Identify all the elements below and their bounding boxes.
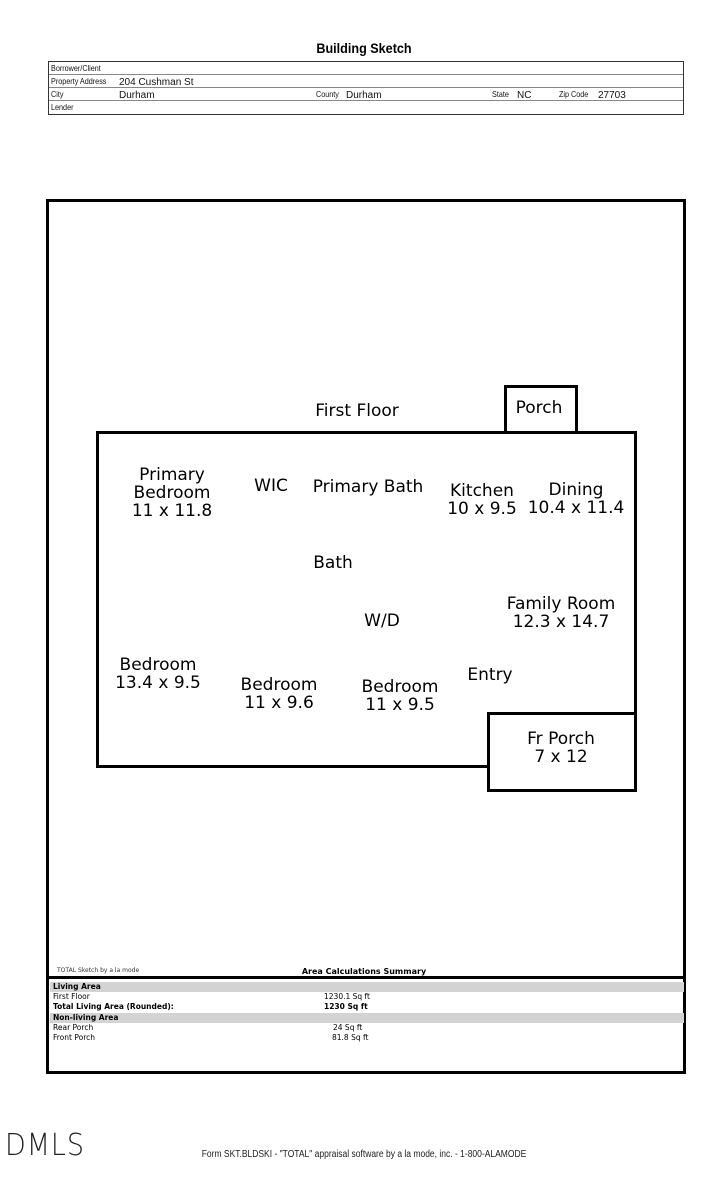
room-family-room: Family Room 12.3 x 14.7 — [507, 595, 616, 631]
summary-title: Area Calculations Summary — [301, 967, 427, 976]
row-value: 81.8 Sq ft — [332, 1033, 369, 1042]
city-label: City — [51, 89, 64, 99]
room-front-porch: Fr Porch 7 x 12 — [527, 730, 595, 766]
summary-row: Rear Porch 24 Sq ft — [50, 1023, 684, 1033]
room-name: Kitchen — [450, 481, 514, 501]
room-bath: Bath — [313, 554, 353, 572]
address-value: 204 Cushman St — [119, 77, 194, 88]
room-dining: Dining 10.4 x 11.4 — [528, 481, 625, 517]
address-row: Property Address 204 Cushman St — [49, 75, 683, 88]
room-kitchen: Kitchen 10 x 9.5 — [447, 482, 517, 518]
room-dims: 12.3 x 14.7 — [512, 612, 610, 632]
room-primary-bedroom: Primary Bedroom 11 x 11.8 — [132, 466, 212, 520]
nonliving-area-header: Non-living Area — [50, 1013, 684, 1023]
room-wic: WIC — [254, 477, 288, 495]
form-footer: Form SKT.BLDSKI - "TOTAL" appraisal soft… — [201, 1149, 527, 1160]
room-name: Bedroom — [119, 655, 197, 675]
living-area-header: Living Area — [50, 982, 684, 992]
county-label: County — [316, 89, 339, 99]
room-name: Family Room — [506, 594, 616, 614]
first-floor-outline — [96, 431, 637, 768]
room-name: Bath — [313, 553, 353, 573]
summary-divider — [46, 976, 686, 979]
room-name: Primary — [139, 465, 205, 485]
room-bedroom-1: Bedroom 13.4 x 9.5 — [115, 656, 201, 692]
room-bedroom-3: Bedroom 11 x 9.5 — [362, 678, 439, 714]
room-wd: W/D — [364, 612, 400, 630]
room-name: Entry — [467, 665, 513, 685]
room-dims: 10 x 9.5 — [447, 499, 517, 519]
section-label: Non-living Area — [53, 1013, 119, 1022]
sketch-credit: TOTAL Sketch by a la mode — [57, 967, 140, 974]
floor-label: First Floor — [315, 401, 399, 421]
room-name: Bedroom — [133, 483, 211, 503]
room-entry: Entry — [467, 666, 512, 684]
room-dims: 13.4 x 9.5 — [115, 673, 201, 693]
dmls-logo: DMLS — [5, 1128, 85, 1163]
city-row: City Durham County Durham State NC Zip C… — [49, 88, 683, 101]
zip-value: 27703 — [598, 90, 626, 101]
state-value: NC — [517, 90, 532, 101]
room-dims: 11 x 9.6 — [244, 693, 314, 713]
zip-label: Zip Code — [559, 89, 589, 99]
page-title: Building Sketch — [316, 40, 412, 56]
row-name: Rear Porch — [53, 1023, 94, 1032]
borrower-label: Borrower/Client — [51, 63, 101, 73]
room-name: Dining — [548, 480, 604, 500]
room-dims: 7 x 12 — [534, 747, 588, 767]
summary-row: Front Porch 81.8 Sq ft — [50, 1033, 684, 1043]
total-living-row: Total Living Area (Rounded): 1230 Sq ft — [50, 1002, 684, 1012]
county-value: Durham — [346, 90, 382, 101]
room-dims: 10.4 x 11.4 — [527, 498, 625, 518]
address-label: Property Address — [51, 76, 107, 86]
city-value: Durham — [119, 90, 155, 101]
room-name: Bedroom — [240, 675, 318, 695]
room-name: WIC — [254, 476, 288, 496]
rear-porch-label: Porch — [515, 398, 563, 418]
front-porch-outline — [487, 712, 637, 792]
room-dims: 11 x 9.5 — [365, 695, 435, 715]
lender-label: Lender — [51, 102, 74, 112]
summary-row: First Floor 1230.1 Sq ft — [50, 992, 684, 1002]
room-name: Primary Bath — [312, 477, 424, 497]
property-info-table: Borrower/Client Property Address 204 Cus… — [48, 61, 684, 115]
sketch-frame — [46, 199, 686, 1074]
row-value: 1230.1 Sq ft — [324, 992, 370, 1001]
room-name: Bedroom — [361, 677, 439, 697]
section-label: Living Area — [53, 982, 101, 991]
row-value: 24 Sq ft — [333, 1023, 363, 1032]
row-name: First Floor — [53, 992, 90, 1001]
rear-porch-outline — [504, 385, 578, 434]
row-name: Total Living Area (Rounded): — [53, 1002, 174, 1011]
room-name: W/D — [364, 611, 400, 631]
room-name: Fr Porch — [527, 729, 595, 749]
state-label: State — [492, 89, 509, 99]
row-value: 1230 Sq ft — [324, 1002, 368, 1011]
room-dims: 11 x 11.8 — [131, 501, 213, 521]
room-bedroom-2: Bedroom 11 x 9.6 — [241, 676, 318, 712]
borrower-row: Borrower/Client — [49, 62, 683, 75]
row-name: Front Porch — [53, 1033, 95, 1042]
room-primary-bath: Primary Bath — [313, 478, 424, 496]
lender-row: Lender — [49, 101, 683, 114]
